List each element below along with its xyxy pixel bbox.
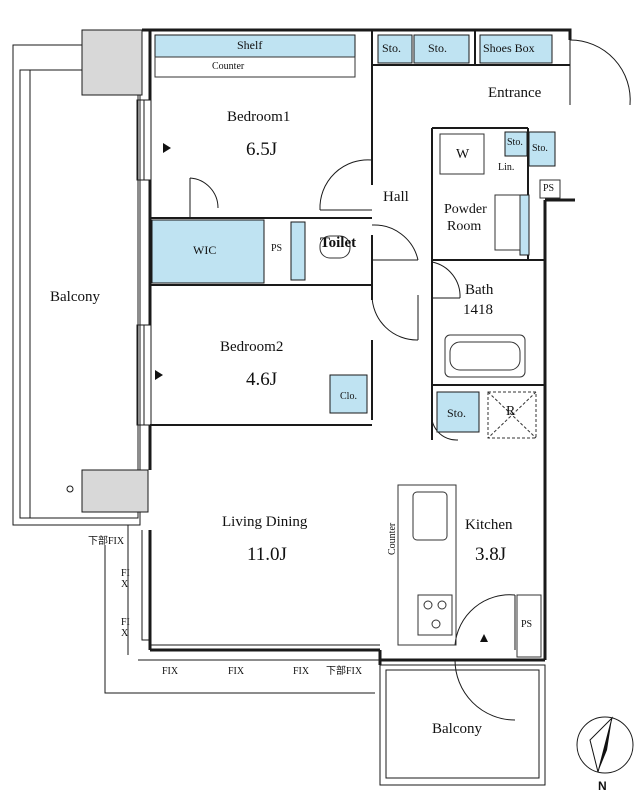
wic-block xyxy=(151,219,265,284)
ps-entrance-label: PS xyxy=(543,183,555,194)
powder-room-label-2: Room xyxy=(447,219,482,234)
toilet-label: Toilet xyxy=(320,235,357,251)
compass-icon xyxy=(576,716,634,774)
toilet-bowl xyxy=(319,235,351,259)
compass-label: N xyxy=(598,779,607,793)
washbasin xyxy=(494,194,521,251)
counter-top-label: Counter xyxy=(212,61,245,72)
shoes-box-label: Shoes Box xyxy=(483,41,535,55)
ps-kitchen-box xyxy=(516,594,542,658)
sto-3-label: Sto. xyxy=(507,137,523,148)
sto-1-label: Sto. xyxy=(382,41,402,55)
toilet-block xyxy=(290,221,306,281)
bathtub-inner xyxy=(449,341,521,371)
ps-entrance-box xyxy=(539,179,561,199)
fix-b1-label: FIX xyxy=(162,666,179,677)
kitchen-label: Kitchen xyxy=(465,517,513,533)
fix-guideline xyxy=(104,545,375,694)
stove xyxy=(417,594,453,636)
kabu-fix-south-label: 下部FIX xyxy=(326,666,363,677)
living-dining-label: Living Dining xyxy=(222,514,308,530)
balcony-south-label: Balcony xyxy=(432,721,482,737)
windows-west xyxy=(127,99,152,655)
bathtub xyxy=(444,334,526,378)
balcony-west-outline xyxy=(12,44,141,526)
hall-label: Hall xyxy=(383,189,409,205)
counter-bedroom1 xyxy=(154,56,356,78)
window-south xyxy=(138,644,380,661)
fix-v1-label: FIX xyxy=(121,568,130,590)
doors xyxy=(189,39,631,721)
fix-v2-label: FIX xyxy=(121,617,130,639)
drain xyxy=(66,485,74,493)
storage-fills xyxy=(151,34,556,433)
sto-5-block xyxy=(436,391,480,433)
bedroom2-label: Bedroom2 xyxy=(220,339,284,355)
interior-walls xyxy=(150,30,570,440)
sto-1-block xyxy=(377,34,413,64)
refrigerator-label: R xyxy=(506,404,516,419)
clo-block xyxy=(329,374,368,414)
window-markers xyxy=(155,143,488,642)
balcony-south-outline xyxy=(379,664,546,786)
powder-cabinet xyxy=(519,194,530,256)
kitchen-counter xyxy=(397,484,457,646)
sto-3-block xyxy=(504,131,528,157)
powder-room-label-1: Powder xyxy=(444,202,487,217)
wic-label: WIC xyxy=(193,243,217,257)
bath-size: 1418 xyxy=(463,302,493,318)
refrigerator-space xyxy=(487,391,537,439)
washer xyxy=(439,133,485,175)
sto-2-block xyxy=(413,34,470,64)
exterior-walls xyxy=(142,28,575,665)
structural-column xyxy=(81,29,143,96)
ps-kitchen-label: PS xyxy=(521,619,533,630)
bedroom1-label: Bedroom1 xyxy=(227,109,291,125)
bath-label: Bath xyxy=(465,282,494,298)
fixtures xyxy=(154,56,561,658)
bedroom1-size: 6.5J xyxy=(246,139,278,160)
washer-label: W xyxy=(456,147,470,162)
fix-b2-label: FIX xyxy=(228,666,245,677)
shelf-label: Shelf xyxy=(237,38,263,52)
sto-2-label: Sto. xyxy=(428,41,448,55)
kitchen-size: 3.8J xyxy=(475,544,507,565)
bedroom2-size: 4.6J xyxy=(246,369,278,390)
fix-b3-label: FIX xyxy=(293,666,310,677)
sto-5-label: Sto. xyxy=(447,406,467,420)
living-dining-size: 11.0J xyxy=(247,544,287,565)
kitchen-sink xyxy=(412,491,448,541)
shoes-box-block xyxy=(479,34,553,64)
lin-label: Lin. xyxy=(498,162,515,173)
kabu-fix-west-label: 下部FIX xyxy=(88,536,125,547)
counter-kitchen-label: Counter xyxy=(387,522,398,555)
entrance-label: Entrance xyxy=(488,85,542,101)
clo-label: Clo. xyxy=(340,391,357,402)
balcony-west-label: Balcony xyxy=(50,289,100,305)
sto-4-label: Sto. xyxy=(532,143,548,154)
structural-column xyxy=(81,469,149,513)
ps-wic-label: PS xyxy=(271,243,283,254)
sto-4-block xyxy=(528,131,556,167)
